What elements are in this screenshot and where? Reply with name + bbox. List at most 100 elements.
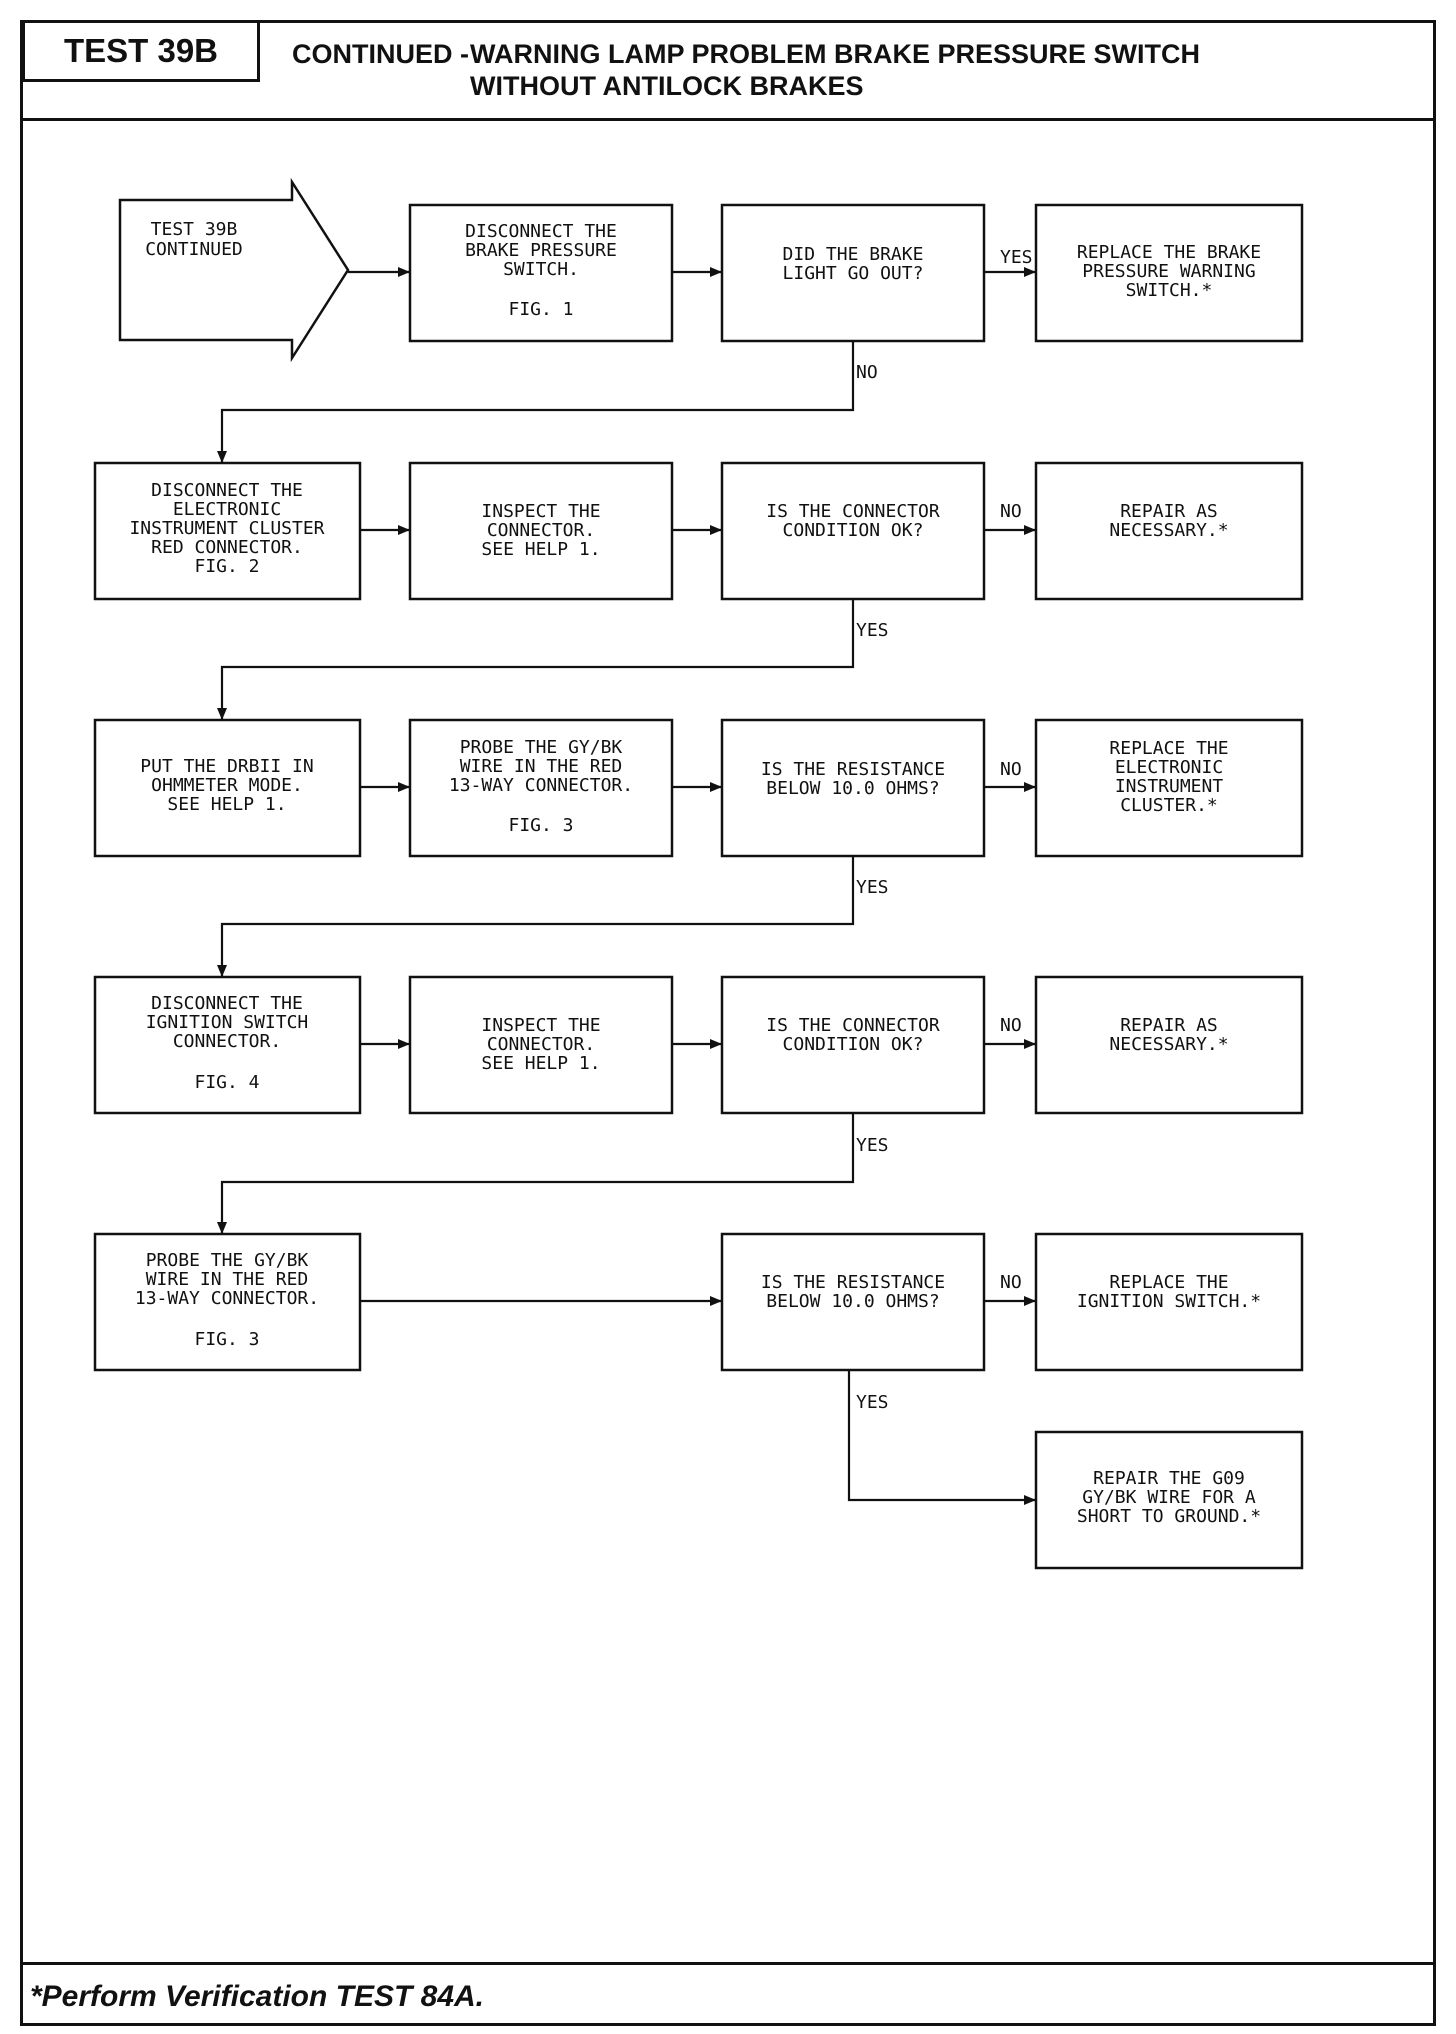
arrowhead — [398, 1039, 410, 1049]
arrowhead — [398, 782, 410, 792]
arrowhead — [217, 1222, 227, 1234]
result-replace-ignition-switch — [1034, 1232, 1304, 1372]
entry-label-line: CONTINUED — [145, 239, 243, 260]
test-id-label: TEST 39B — [22, 20, 260, 82]
arrowheads — [217, 267, 1036, 1505]
arrowhead — [398, 267, 410, 277]
branch-label-no: NO — [1000, 1015, 1022, 1036]
arrowhead — [398, 525, 410, 535]
step-line: CONNECTOR. — [487, 520, 595, 541]
result-repair — [1034, 461, 1304, 601]
step-line: FIG. 3 — [508, 815, 573, 836]
step-line: CONNECTOR. — [487, 1034, 595, 1055]
decision-line: IS THE CONNECTOR — [766, 501, 940, 522]
connector-line — [220, 1113, 855, 1234]
connector-line — [220, 856, 855, 977]
step-line: BRAKE PRESSURE — [465, 240, 617, 261]
result-line: ELECTRONIC — [1115, 757, 1223, 778]
step-line: INSTRUMENT CLUSTER — [129, 518, 324, 539]
step-line: IGNITION SWITCH — [146, 1012, 309, 1033]
step-inspect-connector — [408, 975, 674, 1115]
result-line: REPLACE THE — [1109, 1272, 1228, 1293]
title-line-2: WITHOUT ANTILOCK BRAKES — [470, 71, 864, 101]
result-repair — [1034, 975, 1304, 1115]
result-line: SWITCH.* — [1126, 280, 1213, 301]
arrowhead — [1024, 525, 1036, 535]
arrowhead — [1024, 1495, 1036, 1505]
page-border — [20, 20, 1436, 2026]
result-line: REPLACE THE BRAKE — [1077, 242, 1261, 263]
arrowhead — [710, 782, 722, 792]
entry-label: TEST 39B CONTINUED — [145, 219, 243, 260]
result-line: REPAIR AS — [1120, 501, 1218, 522]
result-repair-wire — [1034, 1430, 1304, 1570]
step-disconnect-ignition-connector — [93, 975, 362, 1115]
arrowhead — [710, 1039, 722, 1049]
result-line: CLUSTER.* — [1120, 795, 1218, 816]
step-probe-wire — [93, 1232, 362, 1372]
result-line: NECESSARY.* — [1109, 1034, 1228, 1055]
arrowhead — [217, 708, 227, 720]
branch-label-no: NO — [856, 362, 878, 383]
step-line: 13-WAY CONNECTOR. — [449, 775, 633, 796]
footer-note: *Perform Verification TEST 84A. — [30, 1980, 485, 2013]
branch-label-yes: YES — [856, 877, 889, 898]
step-line: INSPECT THE — [481, 501, 600, 522]
step-line: DISCONNECT THE — [151, 480, 303, 501]
branch-label-yes: YES — [1000, 247, 1033, 268]
step-line: WIRE IN THE RED — [146, 1269, 309, 1290]
decision-line: IS THE CONNECTOR — [766, 1015, 940, 1036]
result-replace-cluster — [1034, 718, 1304, 858]
arrowhead — [217, 965, 227, 977]
step-line: RED CONNECTOR. — [151, 537, 303, 558]
branch-label-no: NO — [1000, 759, 1022, 780]
arrowhead — [710, 1296, 722, 1306]
result-line: REPAIR AS — [1120, 1015, 1218, 1036]
result-line: SHORT TO GROUND.* — [1077, 1506, 1261, 1527]
result-line: INSTRUMENT — [1115, 776, 1224, 797]
step-line: FIG. 2 — [194, 556, 259, 577]
result-line: IGNITION SWITCH.* — [1077, 1291, 1261, 1312]
decision-line: CONDITION OK? — [783, 520, 924, 541]
step-line: WIRE IN THE RED — [460, 756, 623, 777]
header-divider — [20, 118, 1436, 121]
step-line: DISCONNECT THE — [151, 993, 303, 1014]
step-text: DISCONNECT THE BRAKE PRESSURE SWITCH. FI… — [465, 221, 617, 320]
step-line: CONNECTOR. — [173, 1031, 281, 1052]
result-replace-brake-switch — [1034, 203, 1304, 343]
step-line: SEE HELP 1. — [481, 539, 600, 560]
entry-arrow — [118, 177, 350, 363]
step-line: PROBE THE GY/BK — [460, 737, 623, 758]
title-prefix: CONTINUED - — [292, 39, 469, 69]
step-line: 13-WAY CONNECTOR. — [135, 1288, 319, 1309]
arrowhead — [1024, 267, 1036, 277]
result-line: REPLACE THE — [1109, 738, 1228, 759]
result-line: GY/BK WIRE FOR A — [1082, 1487, 1256, 1508]
branch-label-yes: YES — [856, 1392, 889, 1413]
decision-line: BELOW 10.0 OHMS? — [766, 1291, 939, 1312]
arrowhead — [1024, 1039, 1036, 1049]
step-line: FIG. 3 — [194, 1329, 259, 1350]
step-inspect-connector — [408, 461, 674, 601]
step-line: SEE HELP 1. — [481, 1053, 600, 1074]
branch-label-no: NO — [1000, 1272, 1022, 1293]
step-line: SEE HELP 1. — [167, 794, 286, 815]
title-line-1: WARNING LAMP PROBLEM BRAKE PRESSURE SWIT… — [470, 39, 1201, 69]
step-line: ELECTRONIC — [173, 499, 281, 520]
footer-divider — [20, 1962, 1436, 1965]
decision-line: BELOW 10.0 OHMS? — [766, 778, 939, 799]
decision-line: DID THE BRAKE — [783, 244, 924, 265]
decision-line: IS THE RESISTANCE — [761, 759, 945, 780]
connector-line — [220, 599, 855, 720]
step-disconnect-brake-switch — [408, 203, 674, 343]
decision-line: CONDITION OK? — [783, 1034, 924, 1055]
step-line: PUT THE DRBII IN — [140, 756, 313, 777]
step-line: PROBE THE GY/BK — [146, 1250, 309, 1271]
decision-line: LIGHT GO OUT? — [783, 263, 924, 284]
arrowhead — [710, 525, 722, 535]
result-line: PRESSURE WARNING — [1082, 261, 1255, 282]
step-line: FIG. 4 — [194, 1072, 259, 1093]
decision-connector-ok — [720, 975, 986, 1115]
arrowhead — [1024, 1296, 1036, 1306]
